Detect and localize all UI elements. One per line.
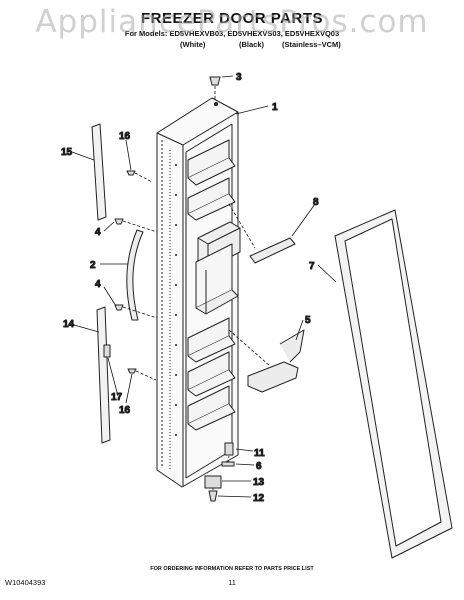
variant-white: (White) [180,40,206,49]
screw-12 [208,490,218,502]
callout-3: 3 [236,72,242,83]
ice-bucket-bracket [247,329,305,393]
screw-4-lower [114,304,124,311]
door-shelves [187,139,236,431]
callout-8: 8 [313,197,319,208]
callout-6: 6 [256,461,262,472]
door-gasket [334,209,453,559]
screw-4-upper [114,218,124,225]
door-handle [126,229,144,321]
callout-5: 5 [305,315,311,326]
callout-2: 2 [90,260,96,271]
callout-14: 14 [63,319,75,330]
ordering-note: FOR ORDERING INFORMATION REFER TO PARTS … [150,566,314,572]
diagram-title: FREEZER DOOR PARTS [140,10,324,27]
callout-15: 15 [61,147,73,158]
callout-16-upper: 16 [119,131,131,142]
gasket-screw-dots [175,102,218,436]
hinge-pin-11 [224,442,234,456]
shelf-rail [249,237,296,264]
model-numbers: For Models: ED5VHEXVB03, ED5VHEXVS03, ED… [124,29,340,38]
clip-17 [103,344,111,358]
callout-17: 17 [111,392,123,403]
screw-16-upper [126,170,136,176]
page-number: 11 [228,578,236,587]
lower-trim-strip [96,306,111,444]
hinge-13 [204,475,222,489]
callout-11: 11 [254,448,265,459]
ice-dispenser-housing [195,221,241,315]
washer-6 [221,461,235,467]
variant-stainless: (Stainless–VCM) [282,40,341,49]
screw-3 [209,76,221,86]
leader-lines [71,75,337,498]
upper-trim-strip [91,123,107,221]
callout-numbers: 1 2 3 4 4 5 6 7 8 11 12 13 14 15 16 16 1… [61,72,320,505]
variant-black: (Black) [239,40,265,49]
callout-16-lower: 16 [119,405,131,416]
screw-16-lower [127,368,137,374]
callout-4-upper: 4 [95,227,101,238]
callout-1: 1 [272,102,278,113]
document-number: W10404393 [5,578,46,587]
hardware [103,76,235,502]
callout-4-lower: 4 [95,279,101,290]
callout-7: 7 [309,261,315,272]
callout-13: 13 [253,477,265,488]
callout-12: 12 [253,493,265,504]
